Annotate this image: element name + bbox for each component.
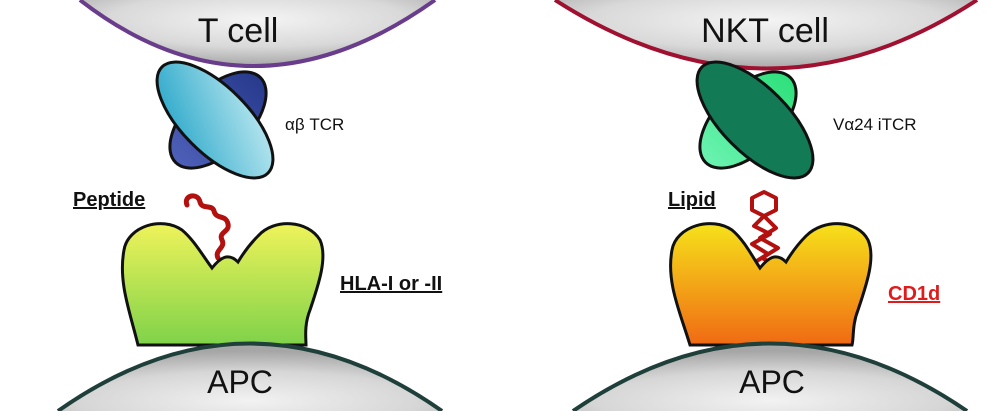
t-cell-body — [82, 0, 433, 65]
right-panel: NKT cell Vα24 iTCR Lipid CD1d APC — [553, 0, 979, 411]
tcr-label: αβ TCR — [285, 115, 344, 134]
itcr-alpha-chain — [695, 60, 815, 180]
peptide-ligand — [183, 193, 231, 261]
left-apc-membrane — [56, 341, 444, 411]
t-cell-label: T cell — [198, 12, 279, 50]
cd1d-label: CD1d — [888, 283, 940, 305]
nkt-cell-membrane — [553, 0, 979, 71]
right-apc-label: APC — [739, 364, 805, 400]
hla-label: HLA-I or -II — [340, 273, 442, 295]
left-panel: T cell αβ TCR Peptide HLA-I or -II APC — [56, 0, 444, 411]
hla-molecule — [120, 222, 325, 347]
itcr-label: Vα24 iTCR — [833, 115, 917, 134]
right-apc-membrane — [571, 341, 969, 411]
nkt-cell-label: NKT cell — [701, 12, 829, 50]
t-cell-membrane — [78, 0, 437, 68]
peptide-label: Peptide — [73, 189, 145, 211]
lipid-label: Lipid — [668, 189, 716, 211]
cd1d-molecule — [669, 222, 873, 347]
tcr-alpha-chain — [155, 60, 275, 180]
left-apc-label: APC — [207, 364, 273, 400]
